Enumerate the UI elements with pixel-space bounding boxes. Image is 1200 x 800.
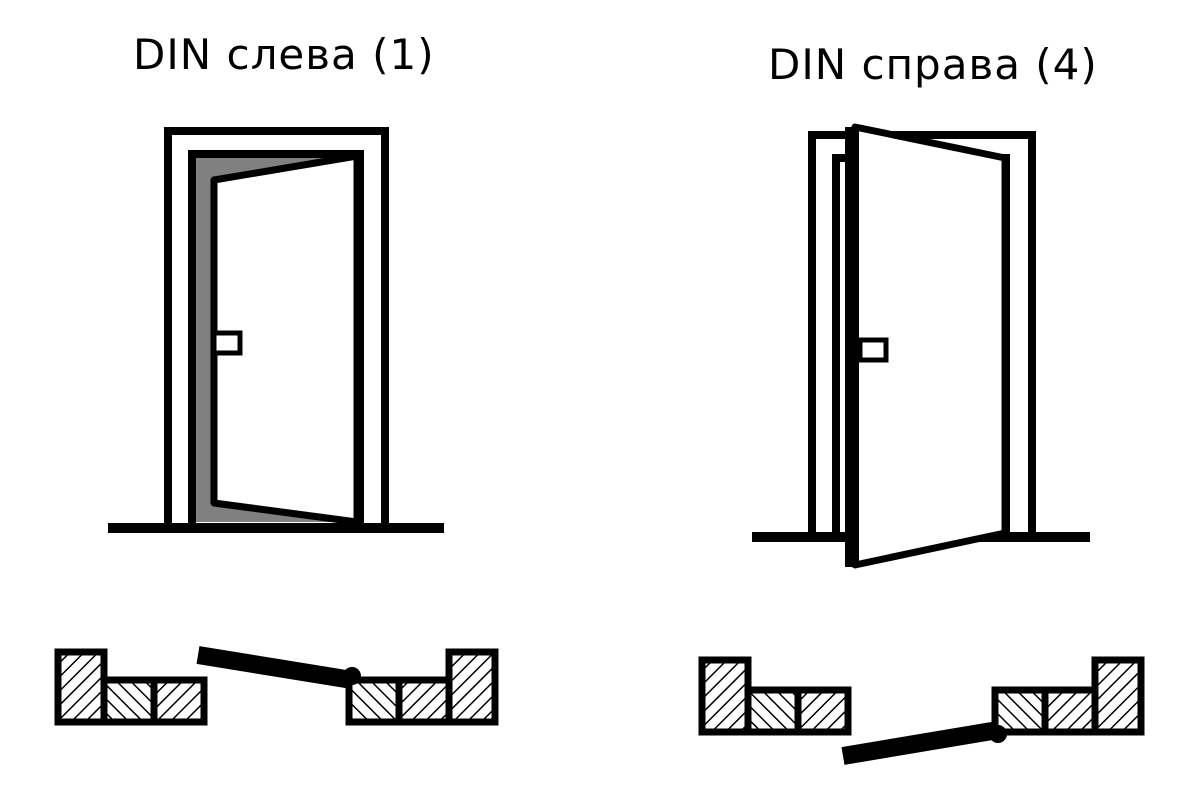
left-plan-jamb-right-b [395,676,453,726]
left-plan-door-leaf [196,646,354,689]
left-plan-view [54,646,499,726]
right-plan-jamb-right-a [991,686,1049,736]
left-door-handle [211,330,243,356]
right-outer-frame [808,131,1036,537]
left-diagram-title: DIN слева (1) [133,30,435,79]
left-door-leaf [210,152,361,526]
left-plan-hinge [343,667,361,685]
right-plan-jamb-left-a [744,686,802,736]
right-door-handle [857,337,889,363]
left-plan-wall-post-left [54,648,108,726]
left-door-elevation [108,127,444,533]
left-plan-jamb-right-a [345,676,403,726]
left-plan-jamb-left-b [150,676,208,726]
left-plan-jamb-left-a [100,676,158,726]
right-plan-hinge [989,725,1007,743]
right-plan-wall-post-left [698,656,752,736]
right-door-elevation [752,123,1090,569]
right-plan-jamb-left-b [794,686,852,736]
left-outer-frame [164,127,389,528]
right-plan-door-leaf [841,721,1000,765]
right-plan-wall-post-right [1091,656,1145,736]
right-plan-view [698,656,1145,765]
right-diagram-title: DIN справа (4) [768,40,1098,89]
right-plan-jamb-right-b [1041,686,1099,736]
left-plan-wall-post-right [445,648,499,726]
